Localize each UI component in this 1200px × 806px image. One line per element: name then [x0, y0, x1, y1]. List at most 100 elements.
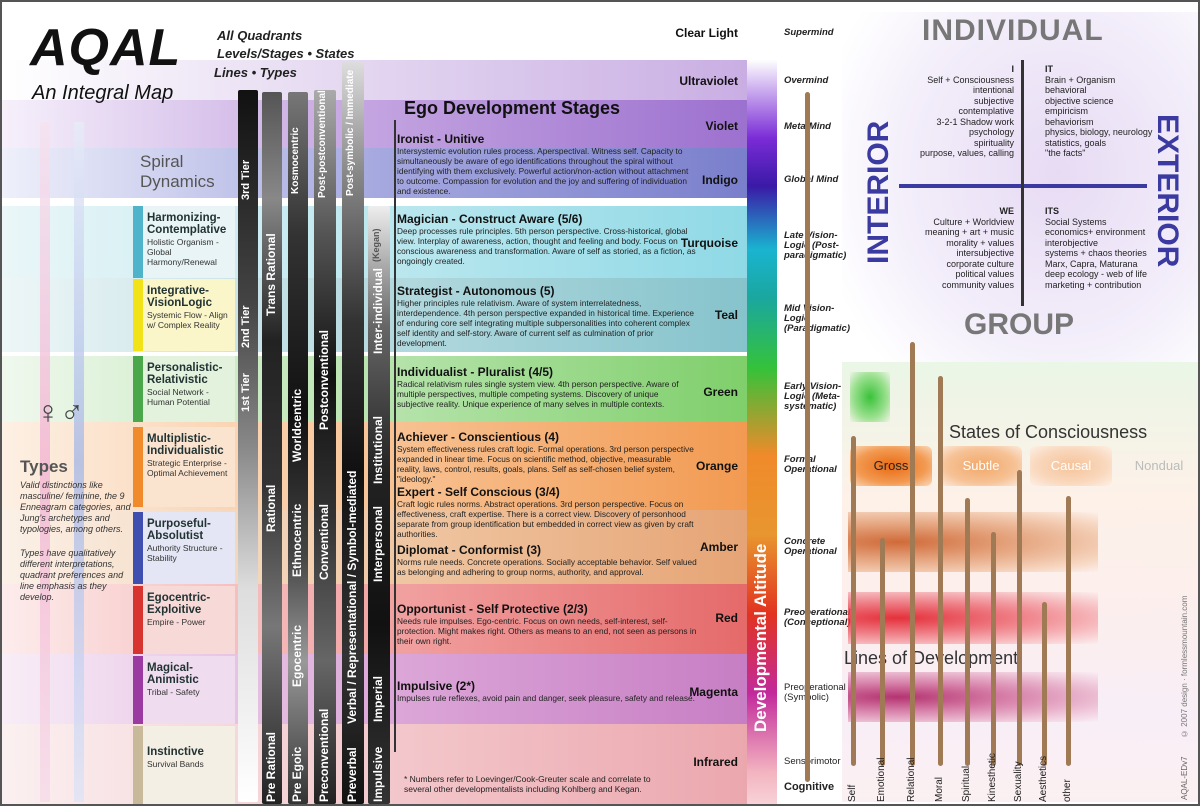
magenta-blob: [848, 672, 1098, 722]
sd-stripe: [133, 656, 143, 724]
ego-development-heading: Ego Development Stages: [404, 98, 621, 118]
developmental-altitude-bar: [747, 12, 777, 804]
quadrant-its-line: Marx, Capra, Maturana: [1045, 258, 1138, 269]
quadrant-i-line: spirituality: [973, 137, 1014, 148]
line-bar-kinesthetic: [991, 532, 996, 766]
quadrant-we-line: meaning + art + music: [924, 227, 1014, 237]
sd-level-egocentric: Egocentric-Exploitive Empire - Power: [133, 586, 235, 654]
quadrant-i-line: intentional: [972, 85, 1014, 95]
line-bar-sexuality: [1017, 470, 1022, 766]
ego-stage-desc: Higher principles rule relativism. Aware…: [397, 298, 695, 348]
centric-column: [288, 92, 308, 804]
types-description-1: Valid distinctions like masculine/ femin…: [20, 480, 131, 534]
ego-divider: [394, 120, 396, 752]
altitude-preoperational-symbolic: Preoperational (Symbolic): [784, 682, 846, 703]
verbal-column: [342, 62, 364, 804]
altitude-mid-vision-logic: Mid Vision-Logic (Paradigmatic): [784, 303, 850, 334]
color-indigo: Indigo: [702, 173, 738, 187]
lines-title: Lines of Development: [844, 648, 1019, 668]
kosmocentric-label: Kosmocentric: [290, 127, 301, 194]
interpersonal-label: Interpersonal: [371, 505, 385, 582]
color-magenta: Magenta: [689, 685, 738, 699]
app-title: AQAL: [30, 19, 182, 77]
quadrant-i-line: subjective: [973, 95, 1014, 106]
color-infrared: Infrared: [693, 755, 738, 769]
altitude-cognitive: Cognitive: [784, 781, 835, 793]
credit-copyright: © 2007 design · formlessmountain.com: [1180, 595, 1189, 738]
quadrant-glow: [842, 12, 1198, 412]
header-tag-lines: Lines • Types: [214, 65, 297, 80]
quadrant-it-line: physics, biology, neurology: [1045, 127, 1153, 137]
ego-stage-title: Individualist - Pluralist (4/5): [397, 365, 554, 379]
inter-individual-label: Inter-individual: [371, 267, 385, 354]
quadrant-its-line: systems + chaos theories: [1045, 248, 1147, 258]
state-gross: Gross: [873, 458, 909, 473]
line-label-moral: Moral: [934, 776, 945, 802]
state-nondual: Nondual: [1134, 458, 1184, 473]
postconventional-label: Postconventional: [317, 329, 331, 430]
line-bar-moral: [938, 376, 943, 766]
quadrant-i: I Self + Consciousness intentional subje…: [910, 64, 1014, 159]
sd-level-purposeful: Purposeful-Absolutist Authority Structur…: [133, 512, 235, 584]
color-orange: Orange: [695, 459, 738, 473]
header-tag-levels: Levels/Stages • States: [217, 46, 355, 61]
line-bar-relational: [910, 342, 915, 766]
color-violet: Violet: [705, 119, 738, 133]
green-state-blob: [850, 372, 890, 422]
rational-label: Rational: [264, 484, 278, 532]
egocentric-label: Egocentric: [290, 624, 304, 687]
ego-stage-desc: Craft logic rules norms. Abstract operat…: [397, 499, 694, 539]
quadrant-it-line: behaviorism: [1045, 116, 1094, 127]
kegan-column: [368, 206, 390, 804]
quadrant-its-line: interobjective: [1045, 237, 1099, 248]
state-gross-blob: [850, 446, 932, 486]
altitude-late-vision-logic: Late Vision-Logic (Post-paradigmatic): [784, 230, 847, 261]
quadrant-it-heading: IT: [1045, 64, 1053, 74]
quadrant-it: IT Brain + Organism behavioral objective…: [1045, 64, 1165, 159]
preverbal-label: Preverbal: [345, 747, 359, 802]
quadrant-we-line: intersubjective: [956, 248, 1014, 258]
quadrant-it-line: Brain + Organism: [1045, 74, 1116, 85]
ego-stage-achiever: Achiever - Conscientious (4) System effe…: [397, 430, 697, 484]
altitude-supermind: Supermind: [784, 27, 834, 38]
ego-stage-desc: Impulses rule reflexes, avoid pain and d…: [397, 693, 695, 703]
quadrant-we-heading: WE: [999, 206, 1015, 216]
sd-title: Harmonizing-Contemplative: [147, 212, 227, 236]
exterior-label: EXTERIOR: [1151, 114, 1184, 268]
line-label-self: Self: [847, 784, 858, 802]
line-bar-other: [1066, 496, 1071, 766]
line-label-other: other: [1062, 779, 1073, 802]
quadrant-we: WE Culture + Worldview meaning + art + m…: [910, 206, 1014, 290]
ego-stage-title: Impulsive (2*): [397, 679, 476, 693]
sd-title: Purposeful-Absolutist: [147, 518, 211, 542]
altitude-formal-operational: Formal Operational: [784, 454, 837, 475]
worldcentric-label: Worldcentric: [290, 388, 304, 462]
state-subtle-blob: [940, 446, 1022, 486]
red-blob: [848, 592, 1098, 644]
ego-stage-magician: Magician - Construct Aware (5/6) Deep pr…: [397, 212, 697, 266]
spiral-dynamics-label: Spiral Dynamics: [140, 152, 215, 191]
ego-stage-title: Strategist - Autonomous (5): [397, 284, 555, 298]
ego-stage-desc: Radical relativism rules single system v…: [397, 379, 679, 409]
line-bar-self: [851, 436, 856, 766]
sd-title: Instinctive: [147, 746, 204, 758]
color-red: Red: [715, 611, 738, 625]
quadrant-it-line: objective science: [1045, 95, 1114, 106]
quadrant-i-heading: I: [1011, 64, 1014, 74]
quadrant-i-line: contemplative: [958, 106, 1014, 116]
state-causal-blob: [1030, 446, 1112, 486]
altitude-preoperational-conceptional: Preoperational (Conceptional): [784, 607, 851, 628]
line-label-sexuality: Sexuality: [1013, 761, 1024, 802]
state-causal: Causal: [1050, 458, 1092, 473]
color-green: Green: [703, 385, 738, 399]
color-teal: Teal: [714, 308, 738, 322]
credit-version: AQAL-EDv7: [1180, 756, 1189, 800]
quadrant-its-line: Social Systems: [1045, 216, 1107, 227]
band-indigo: [2, 148, 747, 198]
line-bar-emotional: [880, 538, 885, 766]
quadrant-i-line: 3-2-1 Shadow work: [936, 116, 1014, 127]
quadrant-vertical-axis: [1021, 60, 1024, 306]
individual-label: INDIVIDUAL: [922, 14, 1104, 47]
quadrant-its: ITS Social Systems economics+ environmen…: [1045, 206, 1165, 290]
quadrant-it-line: statistics, goals: [1045, 137, 1107, 148]
